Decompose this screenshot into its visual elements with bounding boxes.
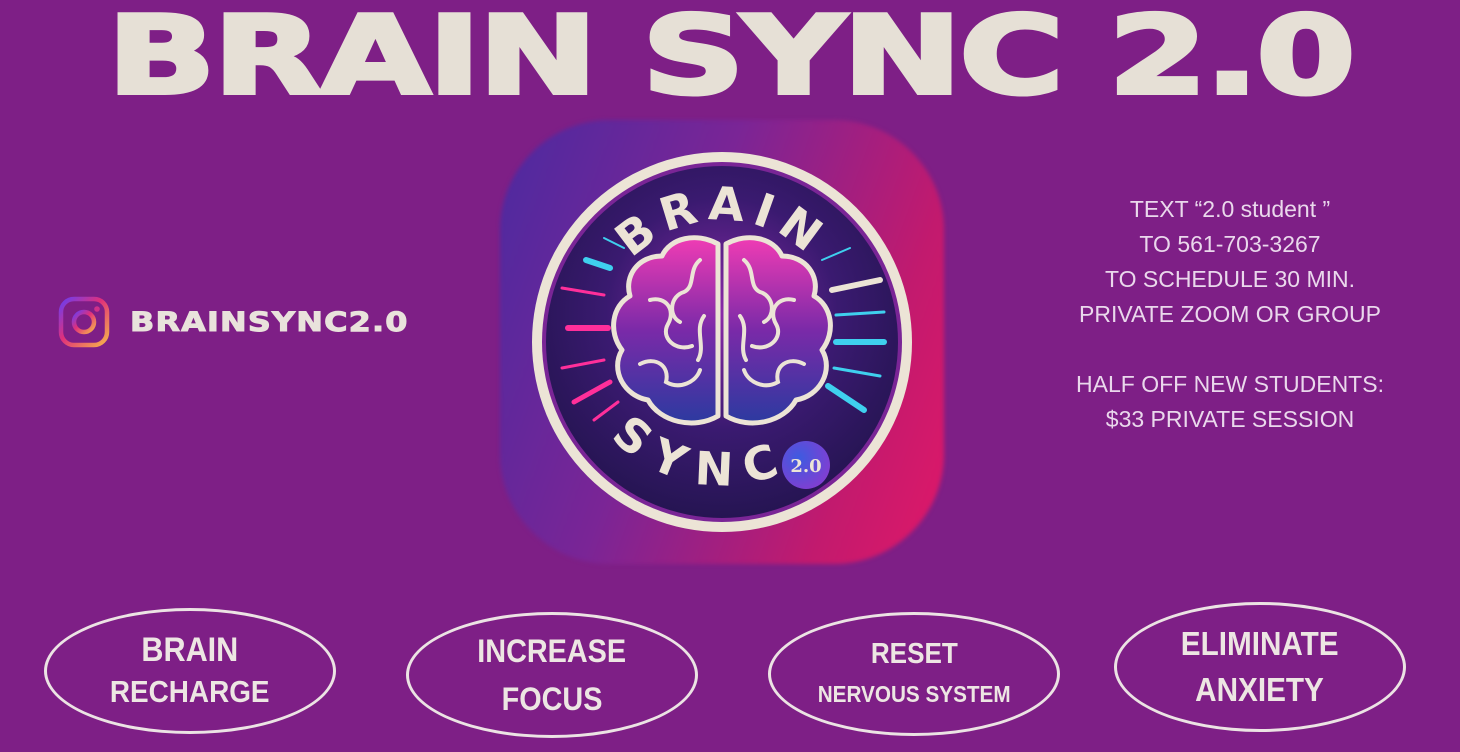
brain-icon: BRAIN SYNC 2.0 bbox=[532, 152, 912, 532]
benefit-increase-focus: INCREASE FOCUS bbox=[406, 612, 698, 738]
benefit-brain-recharge: BRAIN RECHARGE bbox=[44, 608, 336, 734]
benefits-list: BRAIN RECHARGE INCREASE FOCUS RESET NERV… bbox=[0, 600, 1460, 752]
benefit-eliminate-anxiety: ELIMINATE ANXIETY bbox=[1114, 602, 1406, 732]
info-line: PRIVATE ZOOM OR GROUP bbox=[1079, 301, 1381, 327]
offer-line: $33 PRIVATE SESSION bbox=[1105, 406, 1355, 432]
page-title: BRAIN SYNC 2.0 bbox=[104, 0, 1358, 119]
offer-line: HALF OFF NEW STUDENTS: bbox=[1076, 371, 1384, 397]
instagram-icon bbox=[58, 296, 110, 348]
info-line: TEXT “2.0 student ” bbox=[1129, 196, 1331, 222]
instagram-handle: BRAINSYNC2.0 bbox=[129, 306, 409, 338]
benefit-reset-nervous-system: RESET NERVOUS SYSTEM bbox=[768, 612, 1060, 736]
instagram-handle-link[interactable]: BRAINSYNC2.0 bbox=[58, 296, 408, 348]
contact-info: TEXT “2.0 student ” TO 561-703-3267 TO S… bbox=[1030, 192, 1430, 437]
info-line: TO 561-703-3267 bbox=[1139, 231, 1321, 257]
info-line: TO SCHEDULE 30 MIN. bbox=[1104, 266, 1356, 292]
brain-sync-logo: BRAIN SYNC 2.0 bbox=[500, 120, 944, 564]
version-badge: 2.0 bbox=[790, 456, 821, 477]
